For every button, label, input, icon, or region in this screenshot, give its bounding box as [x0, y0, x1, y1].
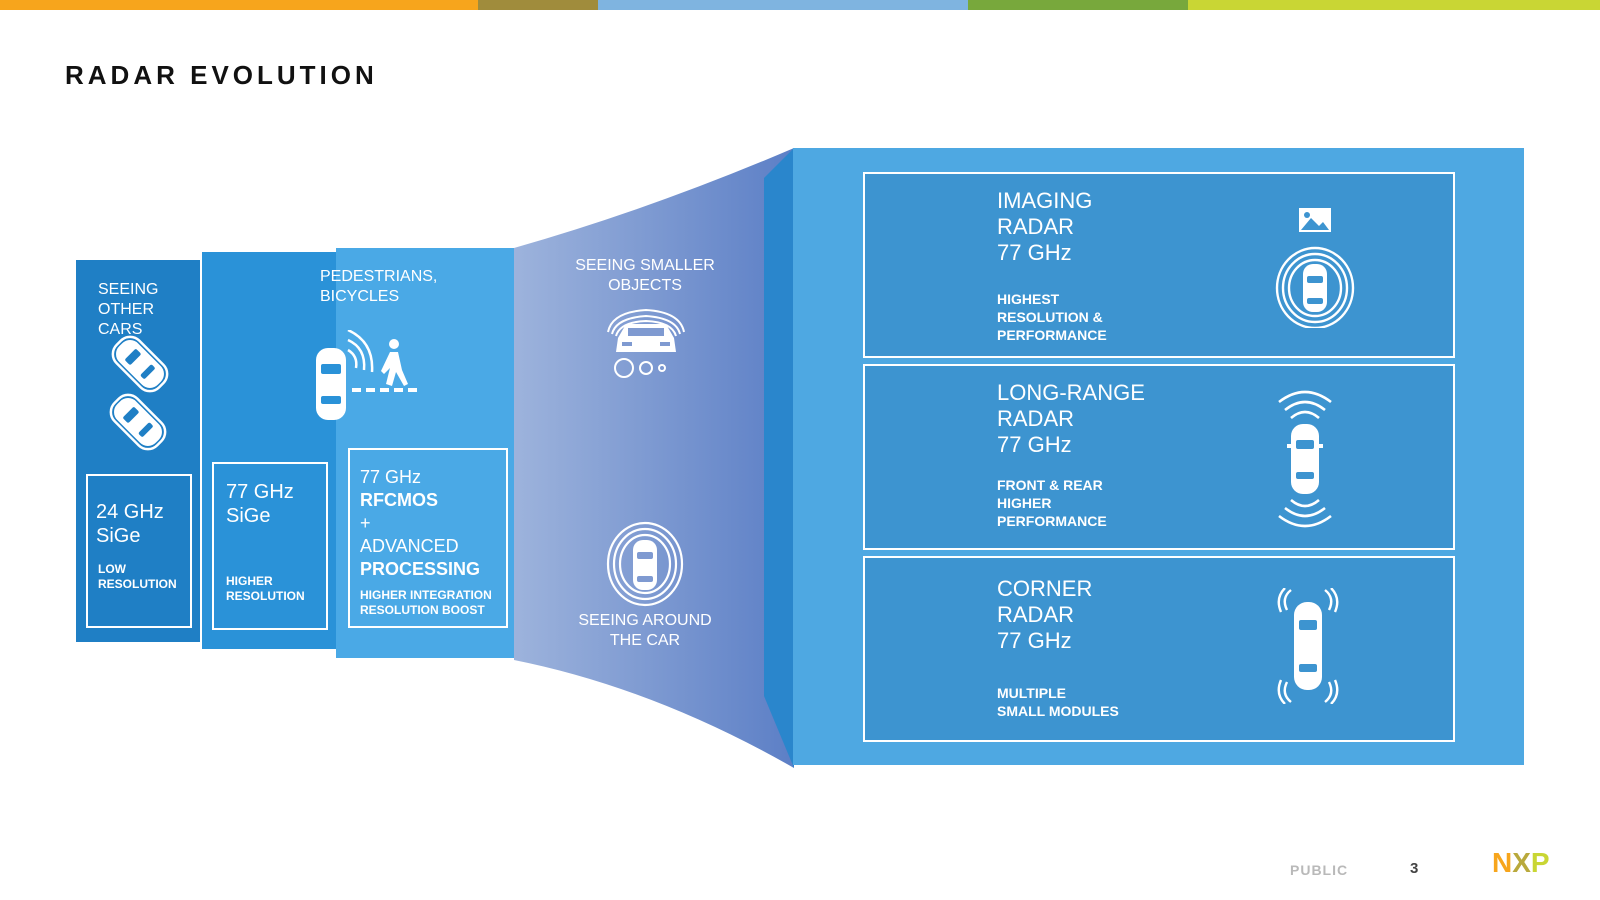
car-surround-icon: [606, 521, 684, 607]
page-number: 3: [1410, 860, 1419, 877]
stage3-spec-box: 77 GHz RFCMOS + ADVANCED PROCESSING HIGH…: [348, 448, 508, 628]
stage1-panel: SEEING OTHER CARS 24 GHz SiGe LOW R: [76, 260, 200, 642]
imaging-radar-desc: HIGHEST RESOLUTION & PERFORMANCE: [997, 291, 1107, 343]
top-color-bar: [0, 0, 1600, 10]
car-pedestrian-icon: [316, 330, 417, 420]
car-front-objects-icon: [607, 308, 685, 378]
top-bar-lime: [1188, 0, 1600, 10]
top-bar-orange: [0, 0, 478, 10]
footer-classification: PUBLIC: [1290, 862, 1349, 878]
stage1-spec-sub: LOW RESOLUTION: [98, 562, 177, 591]
page-title: RADAR EVOLUTION: [65, 60, 378, 90]
long-range-radar-title: LONG-RANGE RADAR 77 GHz: [997, 380, 1145, 457]
top-bar-green: [968, 0, 1188, 10]
imaging-radar-title: IMAGING RADAR 77 GHz: [997, 188, 1093, 265]
long-range-radar-desc: FRONT & REAR HIGHER PERFORMANCE: [997, 477, 1107, 529]
long-range-radar-box: LONG-RANGE RADAR 77 GHz FRONT & REAR HIG…: [863, 364, 1455, 550]
stage1-caption: SEEING OTHER CARS: [98, 281, 159, 338]
stage2-spec-sub: HIGHER RESOLUTION: [226, 574, 305, 603]
top-bar-olive: [478, 0, 598, 10]
stage2-spec-main: 77 GHz SiGe: [226, 481, 294, 527]
corner-radar-icon: [1277, 588, 1339, 704]
stage4-top-caption: SEEING SMALLER OBJECTS: [575, 257, 715, 294]
nxp-logo: NXP: [1492, 848, 1550, 876]
corner-radar-box: CORNER RADAR 77 GHz MULTIPLE SMALL MODUL…: [863, 556, 1455, 742]
nxp-logo-text: NXP: [1492, 848, 1550, 876]
stage1-spec-main: 24 GHz SiGe: [96, 501, 164, 547]
stage4-bottom-caption: SEEING AROUND THE CAR: [578, 612, 712, 649]
corner-radar-desc: MULTIPLE SMALL MODULES: [997, 685, 1119, 719]
stage2-spec-box: 77 GHz SiGe HIGHER RESOLUTION: [212, 462, 328, 630]
corner-radar-title: CORNER RADAR 77 GHz: [997, 576, 1093, 653]
stage2-caption: PEDESTRIANS, BICYCLES: [320, 268, 438, 305]
top-bar-lightblue: [598, 0, 968, 10]
stage3-panel: 77 GHz RFCMOS + ADVANCED PROCESSING HIGH…: [336, 248, 514, 658]
long-range-radar-icon: [1278, 390, 1332, 528]
imaging-radar-icon: [1275, 208, 1355, 328]
stage3-spec-sub: HIGHER INTEGRATION RESOLUTION BOOST: [360, 588, 492, 617]
stage2-panel: PEDESTRIANS, BICYCLES 77 GHz SiGe HIGHER…: [202, 252, 437, 649]
radar-types-panel: IMAGING RADAR 77 GHz HIGHEST RESOLUTION …: [793, 148, 1524, 765]
stage3-spec-main: 77 GHz RFCMOS + ADVANCED PROCESSING: [360, 467, 481, 579]
stage4-funnel: [514, 148, 794, 768]
stage1-spec-box: 24 GHz SiGe LOW RESOLUTION: [86, 474, 192, 628]
imaging-radar-box: IMAGING RADAR 77 GHz HIGHEST RESOLUTION …: [863, 172, 1455, 358]
two-cars-icon: [109, 335, 169, 451]
